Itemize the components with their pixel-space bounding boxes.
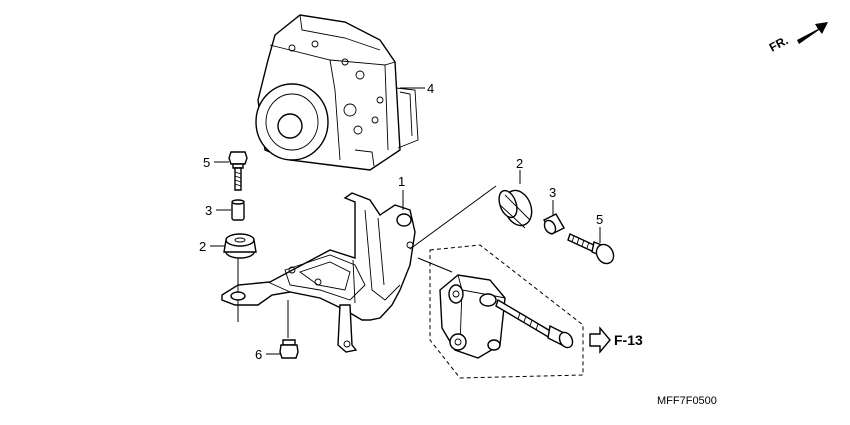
callout-2-right: 2 xyxy=(516,156,523,171)
front-label: FR. xyxy=(767,33,791,54)
abs-bracket xyxy=(221,192,416,353)
left-mounting-stack: 5 3 2 xyxy=(199,151,257,322)
abs-modulator-unit xyxy=(255,14,419,171)
callout-2-left: 2 xyxy=(199,239,206,254)
callout-1: 1 xyxy=(398,174,405,189)
diagram-code: MFF7F0500 xyxy=(657,395,717,407)
callout-6: 6 xyxy=(255,347,262,362)
callout-4: 4 xyxy=(427,81,434,96)
callout-5-right: 5 xyxy=(596,212,603,227)
bolt-6 xyxy=(266,300,299,359)
front-arrow-icon xyxy=(797,22,828,44)
callout-3-right: 3 xyxy=(549,185,556,200)
cross-reference-label: F-13 xyxy=(614,332,643,348)
reference-arrow-icon xyxy=(589,326,611,354)
callout-3-left: 3 xyxy=(205,203,212,218)
cross-reference-f13[interactable]: F-13 xyxy=(589,326,643,354)
three-way-joint-inset xyxy=(417,244,584,379)
right-mounting-stack: 2 3 5 xyxy=(498,156,615,265)
front-direction-marker: FR. xyxy=(767,22,828,55)
callout-5-left: 5 xyxy=(203,155,210,170)
